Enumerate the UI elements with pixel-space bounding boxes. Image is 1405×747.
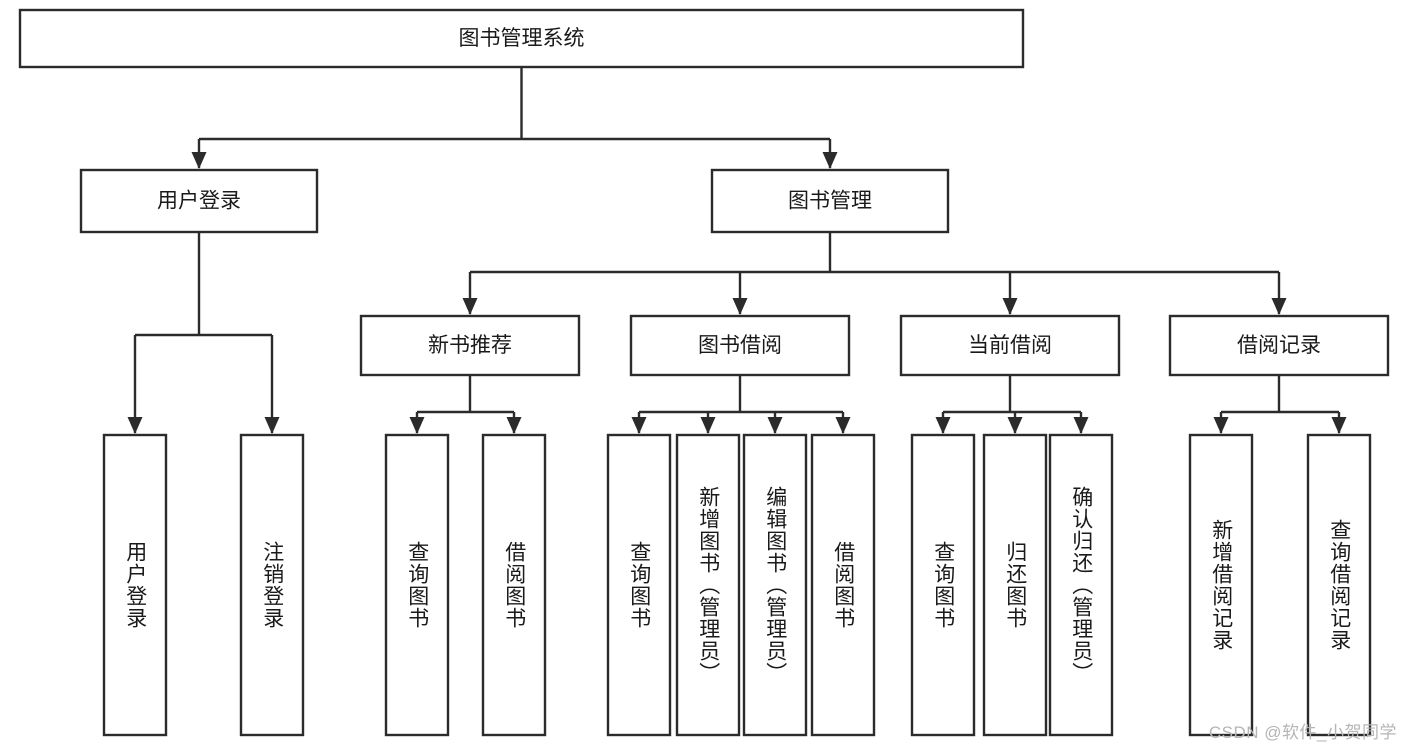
- node-leaf-confirm-return-admin[interactable]: [1048, 433, 1114, 737]
- node-root-label: 图书管理系统: [459, 27, 585, 50]
- node-user-login[interactable]: [79, 168, 319, 234]
- node-borrow-record-label: 借阅记录: [1237, 334, 1321, 357]
- node-leaf-add-borrow-record[interactable]: [1188, 433, 1254, 737]
- node-leaf-add-book-admin[interactable]: [675, 433, 741, 737]
- node-user-login-label: 用户登录: [157, 190, 241, 213]
- node-book-borrow[interactable]: [629, 314, 851, 377]
- node-leaf-borrow-book-1[interactable]: [481, 433, 547, 737]
- node-leaf-query-book-3[interactable]: [910, 433, 976, 737]
- node-current-borrow-label: 当前借阅: [968, 334, 1052, 357]
- node-leaf-query-book-2[interactable]: [606, 433, 672, 737]
- node-leaf-user-logout[interactable]: [239, 433, 305, 737]
- node-box-layer: [18, 8, 1390, 737]
- node-root[interactable]: [18, 8, 1025, 69]
- node-book-borrow-label: 图书借阅: [698, 334, 782, 357]
- node-borrow-record[interactable]: [1168, 314, 1390, 377]
- watermark-text: CSDN @软件_小贺同学: [1208, 723, 1397, 742]
- node-current-borrow[interactable]: [899, 314, 1121, 377]
- node-leaf-query-book-1[interactable]: [384, 433, 450, 737]
- connector-layer: [127, 67, 1347, 434]
- node-new-book-rec[interactable]: [359, 314, 581, 377]
- node-leaf-query-borrow-record[interactable]: [1306, 433, 1372, 737]
- node-leaf-return-book[interactable]: [982, 433, 1048, 737]
- node-book-manage[interactable]: [710, 168, 950, 234]
- node-book-manage-label: 图书管理: [788, 190, 872, 213]
- node-leaf-user-login[interactable]: [102, 433, 168, 737]
- node-leaf-edit-book-admin[interactable]: [742, 433, 808, 737]
- node-new-book-rec-label: 新书推荐: [428, 334, 512, 357]
- node-leaf-borrow-book-2[interactable]: [810, 433, 876, 737]
